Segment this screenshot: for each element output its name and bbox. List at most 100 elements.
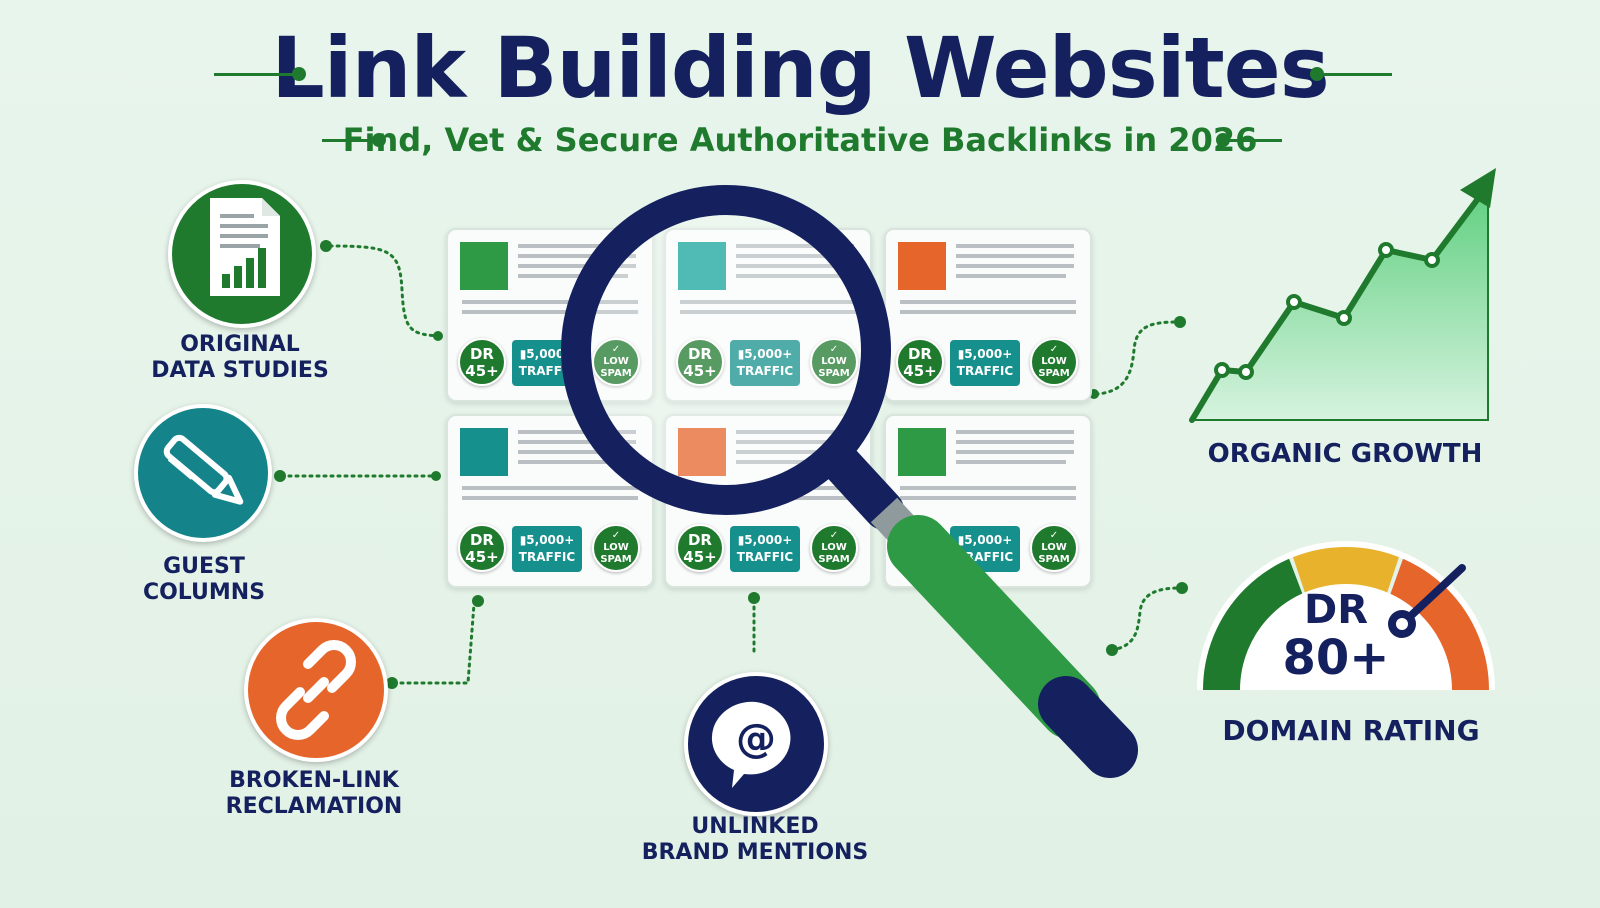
subtitle-right-dot xyxy=(1216,133,1230,147)
dr-badge-label: DR xyxy=(678,346,722,363)
dr-badge-value: 45+ xyxy=(903,362,937,380)
svg-text:@: @ xyxy=(736,716,776,762)
domain-rating-label: DOMAIN RATING xyxy=(1222,714,1480,747)
spam-level: LOW xyxy=(812,356,856,368)
dr-badge-value: 45+ xyxy=(678,363,722,380)
page-subtitle: Find, Vet & Secure Authoritative Backlin… xyxy=(342,121,1258,159)
traffic-badge: ▮5,000+TRAFFIC xyxy=(730,340,800,386)
site-color-square xyxy=(460,428,508,476)
traffic-label: TRAFFIC xyxy=(956,364,1014,378)
placeholder-text-line xyxy=(518,440,636,444)
placeholder-text-line xyxy=(956,254,1074,258)
spam-level: LOW xyxy=(603,542,629,553)
traffic-label: TRAFFIC xyxy=(730,363,800,380)
placeholder-text-line xyxy=(462,300,638,304)
traffic-value: 5,000+ xyxy=(964,347,1013,361)
placeholder-text-line xyxy=(736,274,846,278)
bar-chart-icon: ▮ xyxy=(957,533,965,547)
placeholder-text-line xyxy=(518,254,636,258)
dr-badge-label: DR xyxy=(687,531,712,549)
bar-chart-icon: ▮ xyxy=(519,533,527,547)
subtitle-left-dot xyxy=(372,133,386,147)
placeholder-text-line xyxy=(462,310,638,314)
dr-badge-value: 45+ xyxy=(683,548,717,566)
placeholder-text-line xyxy=(736,460,846,464)
dr-badge-label: DR xyxy=(907,345,932,363)
site-color-square xyxy=(678,242,726,290)
spam-level: LOW xyxy=(1041,356,1067,367)
placeholder-text-line xyxy=(956,430,1074,434)
traffic-label: TRAFFIC xyxy=(518,364,576,378)
placeholder-text-line xyxy=(900,310,1076,314)
bar-chart-icon: ▮ xyxy=(957,347,965,361)
pen-icon xyxy=(163,434,244,505)
traffic-badge: ▮5,000+ TRAFFIC xyxy=(950,340,1020,386)
title-left-dot xyxy=(292,67,306,81)
placeholder-text-line xyxy=(680,310,856,314)
check-icon: ✓ xyxy=(812,344,856,356)
traffic-label: TRAFFIC xyxy=(736,550,794,564)
dr-badge-value: 45+ xyxy=(465,548,499,566)
traffic-value: 5,000+ xyxy=(526,533,575,547)
spam-label: SPAM xyxy=(1038,368,1070,379)
placeholder-text-line xyxy=(680,300,856,304)
at-sign-icon: @ xyxy=(711,701,791,788)
placeholder-text-line xyxy=(518,244,636,248)
organic-growth-chart xyxy=(1189,168,1496,423)
placeholder-text-line xyxy=(956,244,1074,248)
check-icon: ✓ xyxy=(1049,344,1059,355)
strategy-icon-brand-mentions: @ xyxy=(684,672,828,816)
traffic-value: 5,000+ xyxy=(964,533,1013,547)
placeholder-text-line xyxy=(518,274,628,278)
placeholder-text-line xyxy=(956,460,1066,464)
bar-chart-icon: ▮ xyxy=(738,347,745,361)
broken-link-icon xyxy=(276,640,356,740)
site-color-square xyxy=(460,242,508,290)
spam-level: LOW xyxy=(594,356,638,368)
strategy-icon-broken-link xyxy=(244,618,388,762)
placeholder-text-line xyxy=(736,450,854,454)
dr-badge-value: 45+ xyxy=(465,362,499,380)
site-color-square xyxy=(898,428,946,476)
dr-badge-label: DR xyxy=(469,531,494,549)
spam-label: SPAM xyxy=(1038,554,1070,565)
placeholder-text-line xyxy=(736,254,854,258)
strategy-icon-original-data xyxy=(168,180,316,328)
placeholder-text-line xyxy=(736,430,854,434)
gauge-icon xyxy=(1197,541,1495,691)
site-color-square xyxy=(898,242,946,290)
check-icon: ✓ xyxy=(611,530,621,541)
check-icon: ✓ xyxy=(594,344,638,356)
bar-chart-icon: ▮ xyxy=(519,347,527,361)
placeholder-text-line xyxy=(956,264,1074,268)
placeholder-text-line xyxy=(518,450,636,454)
subtitle-left-line xyxy=(322,139,376,142)
placeholder-text-line xyxy=(462,496,638,500)
bar-chart-icon: ▮ xyxy=(737,533,745,547)
spam-level: LOW xyxy=(1041,542,1067,553)
placeholder-text-line xyxy=(956,440,1074,444)
traffic-badge: ▮5,000+TRAFFIC xyxy=(730,526,800,572)
placeholder-text-line xyxy=(900,496,1076,500)
placeholder-text-line xyxy=(900,300,1076,304)
placeholder-text-line xyxy=(956,450,1074,454)
page-title: Link Building Websites xyxy=(271,19,1329,117)
organic-growth-label: ORGANIC GROWTH xyxy=(1207,439,1483,469)
spam-label: SPAM xyxy=(594,368,638,380)
